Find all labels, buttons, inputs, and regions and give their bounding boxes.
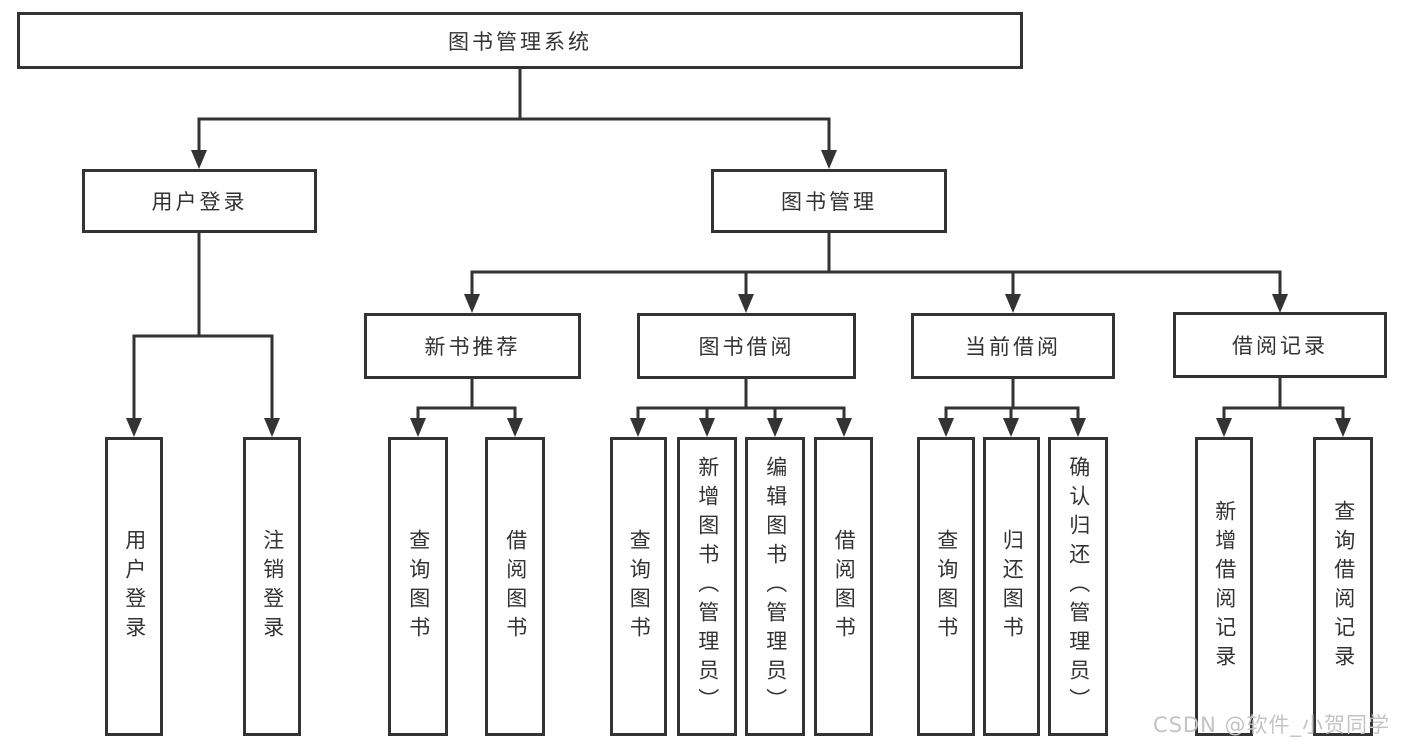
leaf-records-query-record-label: 查询借阅记录 (1331, 499, 1356, 674)
node-borrow-records: 借阅记录 (1173, 312, 1387, 378)
leaf-login-logout-label: 注销登录 (260, 528, 285, 645)
leaf-recommend-query-book-label: 查询图书 (406, 528, 431, 645)
leaf-current-confirm-return-admin-label: 确认归还（管理员） (1066, 456, 1091, 717)
node-user-login-label: 用户登录 (151, 190, 248, 214)
node-book-management: 图书管理 (711, 169, 947, 233)
leaf-borrow-edit-book-admin-label: 编辑图书（管理员） (763, 456, 788, 717)
csdn-watermark: CSDN @软件_小贺同学 (1152, 713, 1390, 737)
node-new-book-recommend: 新书推荐 (364, 313, 581, 379)
leaf-borrow-query-book-label: 查询图书 (627, 528, 652, 645)
leaf-recommend-query-book: 查询图书 (388, 437, 448, 736)
leaf-borrow-add-book-admin-label: 新增图书（管理员） (695, 456, 720, 717)
leaf-borrow-borrow-book: 借阅图书 (814, 437, 873, 736)
node-book-borrow: 图书借阅 (637, 313, 856, 379)
leaf-records-add-record: 新增借阅记录 (1195, 437, 1253, 736)
node-current-borrow: 当前借阅 (911, 313, 1115, 379)
leaf-login-user-login: 用户登录 (105, 437, 163, 736)
leaf-records-add-record-label: 新增借阅记录 (1212, 499, 1237, 674)
node-borrow-records-label: 借阅记录 (1232, 334, 1328, 358)
node-book-borrow-label: 图书借阅 (698, 335, 795, 359)
leaf-borrow-borrow-book-label: 借阅图书 (832, 528, 857, 645)
leaf-login-user-login-label: 用户登录 (122, 528, 147, 645)
node-user-login: 用户登录 (82, 169, 317, 233)
leaf-current-query-book: 查询图书 (917, 437, 975, 736)
leaf-recommend-borrow-book: 借阅图书 (485, 437, 545, 736)
leaf-recommend-borrow-book-label: 借阅图书 (503, 528, 528, 645)
leaf-borrow-query-book: 查询图书 (610, 437, 667, 736)
node-current-borrow-label: 当前借阅 (965, 335, 1061, 359)
leaf-login-logout: 注销登录 (243, 437, 301, 736)
node-book-management-label: 图书管理 (781, 190, 877, 214)
leaf-current-return-book: 归还图书 (983, 437, 1040, 736)
leaf-current-return-book-label: 归还图书 (1000, 528, 1025, 645)
node-root-system-label: 图书管理系统 (448, 29, 592, 54)
leaf-current-confirm-return-admin: 确认归还（管理员） (1048, 437, 1108, 736)
leaf-current-query-book-label: 查询图书 (934, 528, 959, 645)
leaf-borrow-add-book-admin: 新增图书（管理员） (677, 437, 737, 736)
node-new-book-recommend-label: 新书推荐 (424, 335, 521, 359)
leaf-borrow-edit-book-admin: 编辑图书（管理员） (745, 437, 805, 736)
leaf-records-query-record: 查询借阅记录 (1313, 437, 1373, 736)
node-root-system: 图书管理系统 (17, 12, 1023, 69)
